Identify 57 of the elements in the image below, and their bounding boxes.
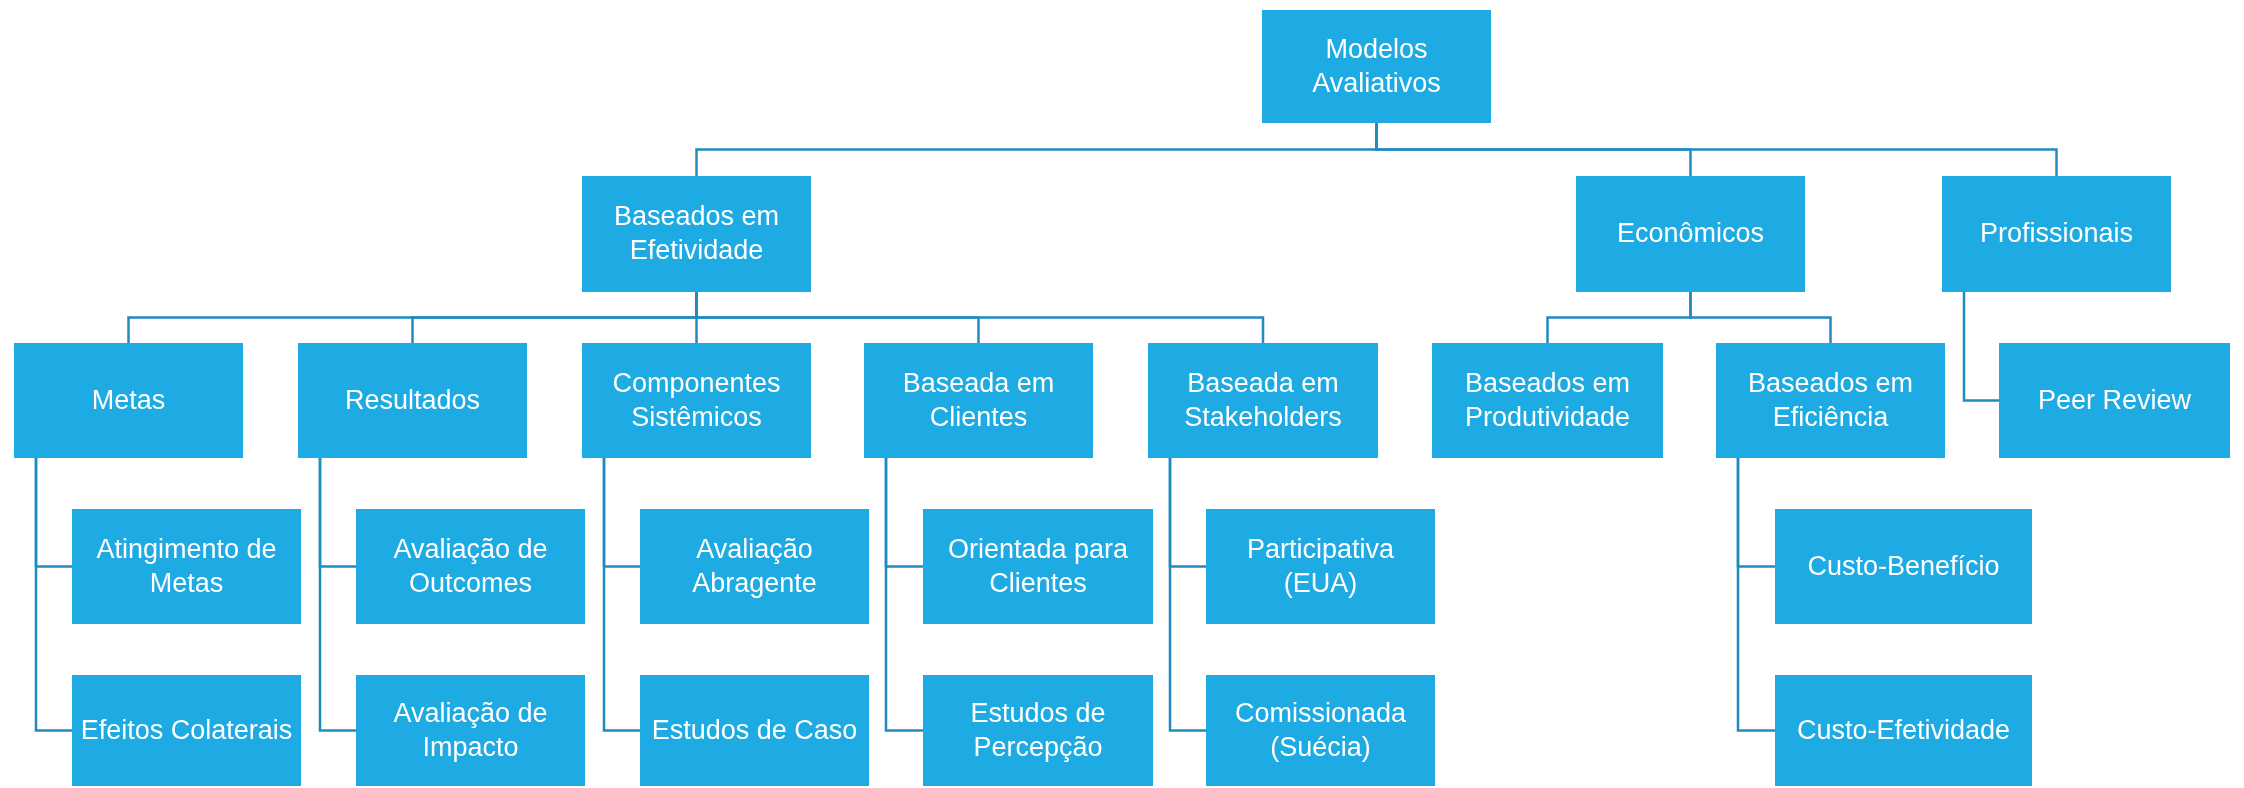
category-box [1942, 176, 2171, 292]
node-label: Estudos de Percepção [969, 696, 1107, 764]
node-label: Resultados [344, 383, 481, 417]
node-label: Baseados em Efetividade [612, 200, 781, 267]
connector-line [1736, 458, 1775, 732]
node-label: Metas [91, 383, 166, 417]
category-box [1999, 343, 2230, 458]
category-box [1775, 675, 2032, 786]
category-box [864, 343, 1093, 458]
category-box [14, 343, 243, 458]
node-label: Comissionada (Suécia) [1233, 696, 1408, 764]
category-box [72, 509, 301, 624]
node-label: Custo-Efetividade [1796, 713, 2011, 747]
node-label: Atingimento de Metas [95, 532, 278, 600]
node-label: Efeitos Colaterais [80, 713, 293, 747]
node-label: Avaliação Abragente [691, 532, 818, 600]
node-label: Baseada em Stakeholders [1183, 366, 1343, 434]
category-box [1206, 675, 1435, 786]
category-box [640, 675, 869, 786]
connector-line [1962, 292, 1999, 402]
node-label: Custo-Benefício [1807, 549, 2000, 583]
connector-line [884, 458, 923, 732]
category-box [1576, 176, 1805, 292]
node-label: Estudos de Caso [651, 713, 858, 747]
category-box [1432, 343, 1663, 458]
connector-line [318, 458, 356, 732]
category-box [298, 343, 527, 458]
node-label: Peer Review [2037, 383, 2192, 417]
node-label: Componentes Sistêmicos [611, 366, 782, 434]
node-label: Avaliação de Impacto [392, 696, 549, 764]
category-box [582, 343, 811, 458]
category-box [1206, 509, 1435, 624]
node-label: Participativa (EUA) [1245, 532, 1396, 600]
category-box [1716, 343, 1945, 458]
category-box [356, 675, 585, 786]
connector-line [1375, 123, 2058, 176]
category-box [923, 675, 1153, 786]
category-box [923, 509, 1153, 624]
connector-line [34, 458, 72, 732]
connector-line [602, 458, 640, 732]
connector-line [1689, 292, 1832, 343]
node-label: Baseados em Produtividade [1463, 366, 1632, 434]
node-label: Orientada para Clientes [946, 532, 1130, 600]
node-label: Baseados em Eficiência [1746, 366, 1915, 434]
connector-line [1168, 458, 1206, 732]
category-box [582, 176, 811, 292]
category-box [1775, 509, 2032, 624]
category-box [72, 675, 301, 786]
category-box [1148, 343, 1378, 458]
category-box [356, 509, 585, 624]
node-label: Econômicos [1616, 217, 1765, 251]
node-label: Modelos Avaliativos [1311, 32, 1442, 100]
node-label: Profissionais [1979, 217, 2134, 251]
category-box [640, 509, 869, 624]
node-label: Baseada em Clientes [901, 366, 1056, 434]
category-box [1262, 10, 1491, 123]
node-label: Avaliação de Outcomes [392, 532, 549, 600]
